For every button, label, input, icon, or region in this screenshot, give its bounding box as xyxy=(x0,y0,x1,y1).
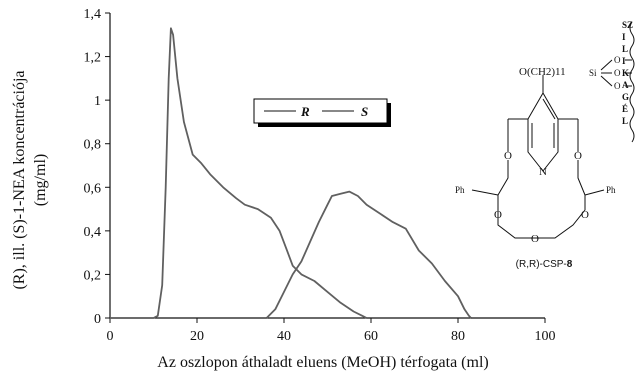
x-axis-title: Az oszlopon áthaladt eluens (MeOH) térfo… xyxy=(157,354,488,371)
silica-letter: L xyxy=(622,44,628,54)
y-tick-label: 1,2 xyxy=(84,51,102,66)
y-tick-label: 0,6 xyxy=(84,181,102,196)
legend-label-r: R xyxy=(300,104,310,119)
si-o-bond-3 xyxy=(600,75,613,87)
ring-o-label-4: O xyxy=(581,209,589,221)
right-phenyl-bond xyxy=(584,189,605,196)
ring-o-label-5: O xyxy=(531,233,539,245)
legend: R S xyxy=(253,98,391,127)
pyridine-double-bond-top xyxy=(542,98,556,120)
y-tick-label: 0,8 xyxy=(84,138,102,153)
series-line-r xyxy=(110,27,368,319)
y-axis-title-line2: (mg/ml) xyxy=(32,154,49,206)
x-tick-label: 20 xyxy=(190,329,204,344)
phenyl-label-left: Ph xyxy=(455,185,465,195)
silica-letter: L xyxy=(622,116,628,126)
structure-caption-prefix: (R,R)-CSP- xyxy=(516,259,567,270)
y-tick-label: 0,4 xyxy=(84,225,102,240)
y-tick-label: 0 xyxy=(94,312,101,327)
silica-letter: A xyxy=(622,80,629,90)
series-lines xyxy=(110,27,472,319)
legend-label-s: S xyxy=(361,104,368,119)
silica-letter: K xyxy=(622,68,629,78)
y-axis-title-line1: (R), ill. (S)-1-NEA koncentrációja xyxy=(11,70,28,289)
ring-o-label-1: O xyxy=(504,150,512,162)
si-o-label-2: O xyxy=(614,68,621,78)
y-tick-label: 1 xyxy=(94,94,101,109)
ticks: 0 20 40 60 80 100 0 0,2 0,4 0,6 0,8 1 1,2 1,4 xyxy=(84,7,556,344)
silica-surface-wavy xyxy=(629,21,635,143)
silica-letter: G xyxy=(622,92,629,102)
y-tick-label: 0,2 xyxy=(84,268,102,283)
y-tick-label: 1,4 xyxy=(84,7,102,22)
x-tick-label: 60 xyxy=(364,329,378,344)
x-tick-label: 80 xyxy=(451,329,465,344)
silica-letter: I xyxy=(622,32,626,42)
si-o-label-3: O xyxy=(614,81,621,91)
axes xyxy=(109,13,545,319)
phenyl-label-right: Ph xyxy=(606,185,616,195)
csp-8-structure xyxy=(471,21,635,239)
ring-o-label-2: O xyxy=(574,150,582,162)
silica-letter: SZ xyxy=(622,20,633,30)
si-o-bond-1 xyxy=(600,59,613,71)
structure-caption: (R,R)-CSP-8 xyxy=(516,259,573,270)
left-phenyl-bond xyxy=(471,189,499,196)
structure-caption-number: 8 xyxy=(567,259,573,270)
x-tick-label: 40 xyxy=(277,329,291,344)
series-line-s xyxy=(265,190,472,319)
silica-letter: I xyxy=(622,56,626,66)
silica-letter: É xyxy=(622,104,628,114)
si-label: Si xyxy=(589,68,597,78)
x-tick-label: 0 xyxy=(107,329,114,344)
pyridine-n-label: N xyxy=(539,166,547,178)
si-o-label-1: O xyxy=(614,55,621,65)
substituent-label: O(CH2)11 xyxy=(519,66,566,78)
x-tick-label: 100 xyxy=(535,329,556,344)
ring-o-label-3: O xyxy=(494,209,502,221)
